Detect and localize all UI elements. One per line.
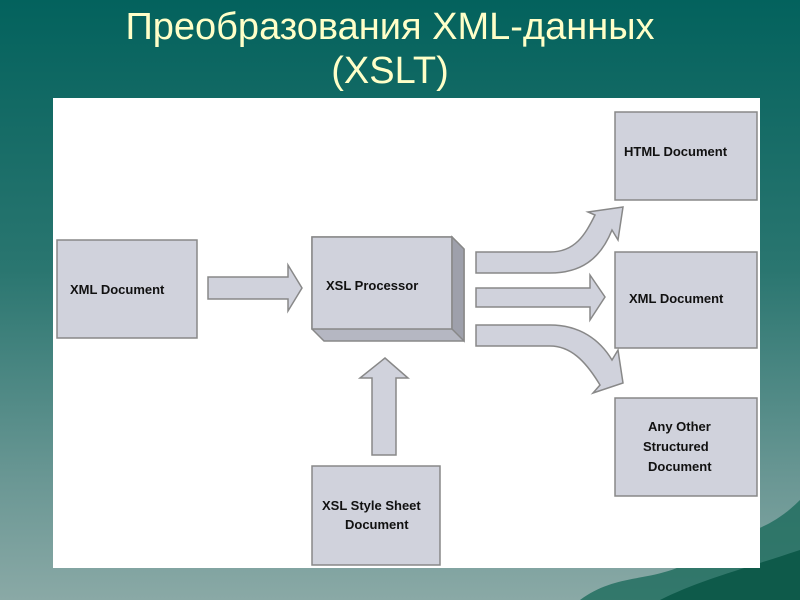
other-label-3: Document	[648, 459, 712, 474]
html-output-label: HTML Document	[624, 144, 728, 159]
other-label-1: Any Other	[648, 419, 711, 434]
stylesheet-box	[311, 465, 441, 566]
slide-title: Преобразования XML-данных	[125, 6, 655, 48]
arrow-curve-down-icon	[475, 324, 624, 395]
other-output-box	[614, 397, 758, 497]
html-output-box	[614, 111, 758, 201]
stylesheet-label-1: XSL Style Sheet	[322, 498, 421, 513]
xml-input-label: XML Document	[70, 282, 165, 297]
arrow-up-icon	[357, 357, 411, 456]
arrow-right-icon	[207, 262, 303, 314]
xml-output-label: XML Document	[629, 291, 724, 306]
arrow-curve-up-icon	[475, 206, 624, 274]
slide-subtitle: (XSLT)	[331, 50, 449, 92]
xslt-diagram: XML Document XSL Processor XSL Style She…	[56, 111, 758, 566]
xml-input-box	[56, 239, 198, 339]
decorative-waves	[580, 500, 800, 600]
processor-label: XSL Processor	[326, 278, 418, 293]
xsl-processor-box	[311, 235, 465, 343]
stylesheet-label-2: Document	[345, 517, 409, 532]
diagram-panel: XML Document XSL Processor XSL Style She…	[53, 98, 760, 568]
arrow-straight-icon	[475, 272, 606, 323]
other-label-2: Structured	[643, 439, 709, 454]
xml-output-box	[614, 251, 758, 349]
